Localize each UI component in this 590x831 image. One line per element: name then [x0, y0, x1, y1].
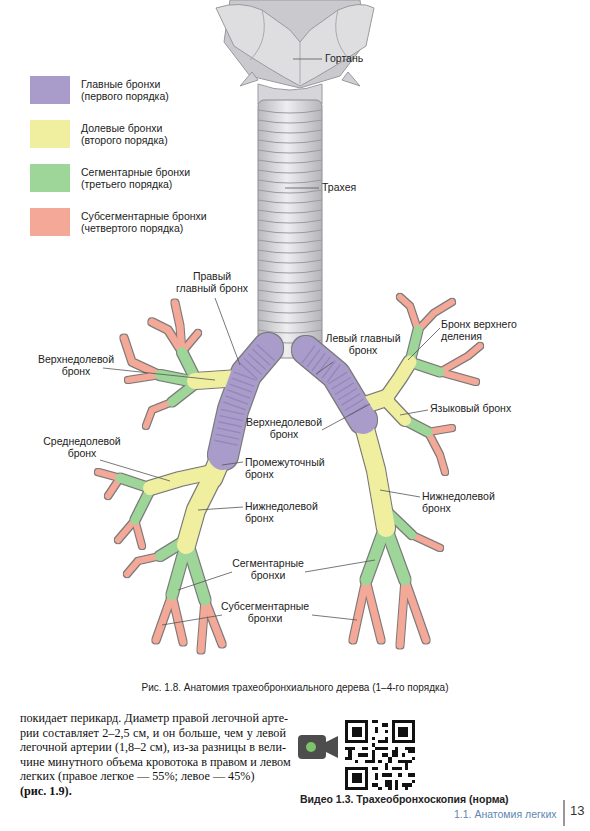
leader-line [103, 368, 215, 380]
segmental-bronchus [188, 545, 205, 600]
part-label: Трахея [322, 181, 356, 193]
leader-line [322, 404, 370, 430]
bronchial-rings [308, 354, 360, 414]
qr-code [342, 717, 419, 794]
part-label: Гортань [325, 52, 363, 64]
legend-swatch [30, 208, 70, 236]
subsegmental-bronchus [156, 595, 172, 640]
legend-text: Сегментарные бронхи (третьего порядка) [81, 166, 197, 190]
running-footer: 1.1. Анатомия легких [454, 808, 557, 820]
qr-modules [345, 720, 415, 790]
leader-line [198, 507, 243, 510]
main-bronchus [223, 348, 268, 455]
part-label: Среднедолевой бронх [40, 435, 124, 459]
lobar-bronchus [388, 402, 405, 420]
part-label: Верхнедолевой бронх [244, 416, 324, 440]
lobar-bronchus [362, 418, 386, 528]
subsegmental-bronchus [146, 402, 172, 426]
body-text-line: покидает перикард. Диаметр правой легочн… [20, 711, 286, 725]
leader-line [408, 328, 440, 360]
leader-line [222, 462, 243, 465]
leader-line [215, 298, 240, 365]
leader-line [162, 615, 222, 625]
subsegmental-bronchus [428, 432, 445, 472]
body-text-line: рии составляет 2–2,5 см, и он больше, че… [20, 726, 286, 740]
subsegmental-bronchus [175, 303, 182, 352]
lobar-bronchus [186, 478, 212, 545]
video-caption: Видео 1.3. Трахеобронхоскопия (норма) [300, 793, 509, 805]
camera-lens [306, 742, 316, 752]
qr-background [342, 717, 419, 794]
legend-text: Долевые бронхи (второго порядка) [81, 122, 181, 146]
body-text-line: чине минутного объема кровотока в правом… [20, 755, 286, 769]
trachea [258, 100, 322, 358]
qr-finder [345, 720, 415, 790]
part-label: Левый главный бронх [325, 332, 401, 356]
leader-line [178, 572, 232, 590]
leader-line [293, 59, 322, 60]
larynx-detail [250, 10, 350, 84]
footer-rule [564, 800, 565, 826]
subsegmental-bronchus [412, 535, 440, 548]
subsegmental-bronchus [127, 556, 160, 574]
subsegmental-bronchus [205, 600, 222, 644]
camera-icon [298, 735, 326, 759]
part-label: Субсегментарные бронхи [218, 600, 312, 624]
part-label: Промежуточный бронх [245, 456, 329, 480]
subsegmental-bronchus [400, 580, 405, 645]
bronchial-tree [98, 297, 480, 650]
legend-text: Главные бронхи (первого порядка) [81, 78, 181, 102]
leader-line [316, 362, 333, 374]
subsegmental-bronchus [400, 297, 418, 330]
body-text-line: легких (правое легкое — 55%; левое — 45%… [20, 769, 286, 783]
thyroid-cartilage [216, 4, 374, 86]
tracheal-rings [258, 110, 322, 343]
subsegmental-bronchus [124, 338, 160, 375]
part-label: Языковый бронх [430, 402, 511, 414]
lobar-bronchus [386, 362, 410, 398]
leader-line [400, 410, 428, 415]
leader-line [100, 460, 170, 481]
figure-caption: Рис. 1.8. Анатомия трахеобронхиального д… [0, 682, 590, 693]
leader-line [305, 560, 375, 572]
leader-line [380, 490, 420, 497]
legend-text: Субсегментарные бронхи (четвертого поряд… [81, 210, 217, 234]
page-number: 13 [570, 805, 584, 817]
leader-line [312, 615, 357, 620]
subsegmental-bronchus [440, 372, 476, 382]
subsegmental-bronchus [405, 580, 426, 640]
legend-swatch [30, 120, 70, 148]
part-label: Правый главный бронх [172, 270, 252, 294]
body-text-line: легочной артерии (1,8–2 см), из-за разни… [20, 740, 286, 754]
part-label: Нижнедолевой бронх [422, 490, 502, 514]
part-label: Верхнедолевой бронх [36, 353, 116, 377]
leader-line [285, 188, 319, 189]
part-label: Бронх верхнего деления [441, 318, 525, 342]
subsegmental-bronchus [440, 346, 480, 372]
body-text-line: (рис. 1.9). [20, 784, 286, 798]
legend-swatch [30, 164, 70, 192]
bronchial-rings [225, 352, 266, 448]
main-bronchus [306, 350, 363, 420]
subsegmental-bronchus [366, 580, 381, 640]
part-label: Нижнедолевой бронх [245, 500, 325, 524]
legend-swatch [30, 76, 70, 104]
subsegmental-bronchus [353, 580, 366, 640]
subsegmental-bronchus [172, 595, 183, 642]
part-label: Сегментарные бронхи [230, 557, 306, 581]
camera-icon [326, 736, 338, 758]
